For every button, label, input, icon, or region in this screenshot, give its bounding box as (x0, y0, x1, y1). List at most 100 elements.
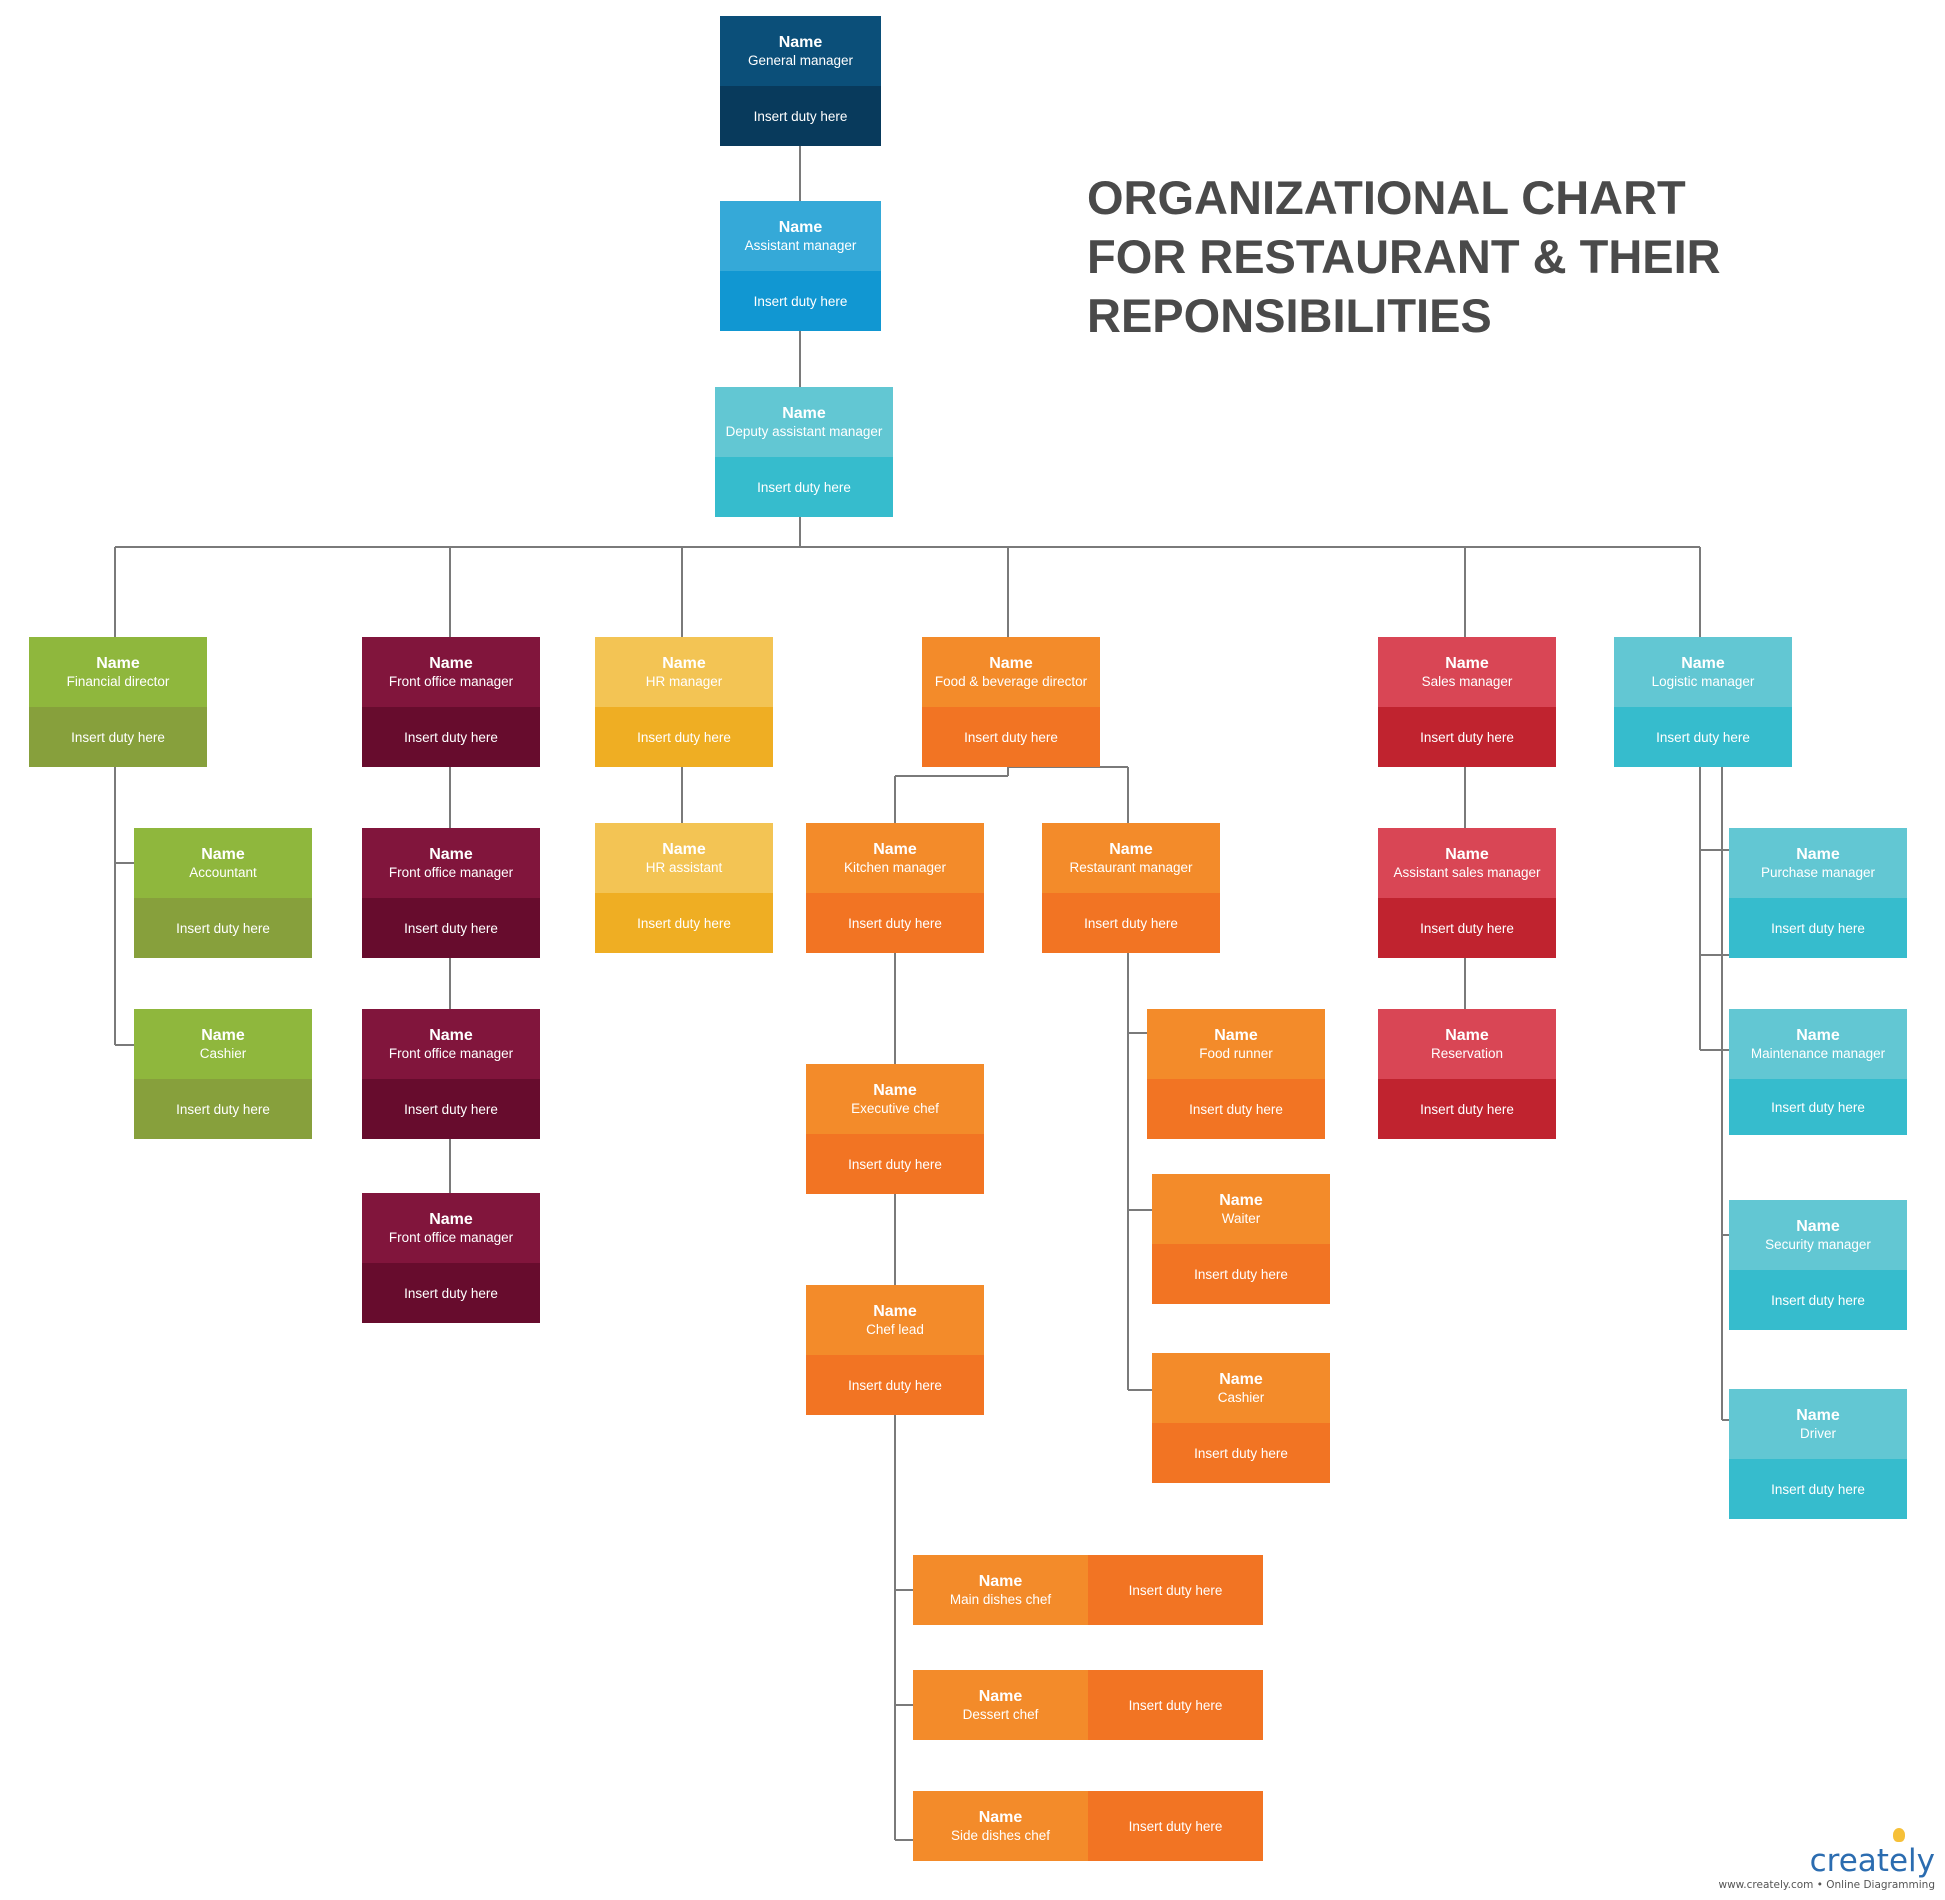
node-role: Chef lead (866, 1322, 924, 1337)
node-name: Name (662, 841, 706, 858)
brand-wordmark: creately (1809, 1843, 1935, 1879)
node-duty: Insert duty here (1378, 898, 1556, 958)
node-role: Dessert chef (962, 1707, 1039, 1722)
creately-logo[interactable]: creately www.creately.com • Online Diagr… (1719, 1828, 1935, 1892)
node-duty: Insert duty here (362, 707, 540, 767)
node-role: Security manager (1765, 1237, 1871, 1252)
node-role: Logistic manager (1651, 674, 1755, 689)
node-role: Front office manager (388, 1230, 514, 1245)
node-duty: Insert duty here (1088, 1555, 1263, 1625)
node-name: Name (429, 1027, 473, 1044)
node-name: Name (429, 655, 473, 672)
node-duty: Insert duty here (1378, 1079, 1556, 1139)
node-duty: Insert duty here (1614, 707, 1792, 767)
node-duty: Insert duty here (29, 707, 207, 767)
node-role: Cashier (199, 1046, 247, 1061)
node-name: Name (96, 655, 140, 672)
node-role: HR assistant (645, 860, 723, 875)
node-name: Name (662, 655, 706, 672)
node-role: Assistant sales manager (1393, 865, 1541, 880)
node-duty: Insert duty here (134, 898, 312, 958)
node-name: Name (201, 1027, 245, 1044)
node-role: Reservation (1430, 1046, 1504, 1061)
node-header: Name HR manager (595, 637, 773, 707)
node-name: Name (1796, 1027, 1840, 1044)
node-role: Assistant manager (744, 238, 857, 253)
node-role: HR manager (645, 674, 723, 689)
node-duty: Insert duty here (1729, 1459, 1907, 1519)
node-duty: Insert duty here (1378, 707, 1556, 767)
node-name: Name (1445, 655, 1489, 672)
node-name: Name (873, 841, 917, 858)
node-name: Name (429, 846, 473, 863)
node-duty: Insert duty here (595, 707, 773, 767)
node-duty: Insert duty here (362, 1263, 540, 1323)
node-name: Name (1796, 1407, 1840, 1424)
node-name: Name (1796, 846, 1840, 863)
node-duty: Insert duty here (1729, 1079, 1907, 1135)
node-duty: Insert duty here (1729, 898, 1907, 958)
node-name: Name (1445, 1027, 1489, 1044)
node-name: Name (1214, 1027, 1258, 1044)
node-role: Maintenance manager (1750, 1046, 1886, 1061)
node-name: Name (429, 1211, 473, 1228)
node-duty: Insert duty here (1088, 1670, 1263, 1740)
chart-title: ORGANIZATIONAL CHART FOR RESTAURANT & TH… (1087, 168, 1787, 345)
node-duty: Insert duty here (1152, 1244, 1330, 1304)
node-name: Name (989, 655, 1033, 672)
chart-title-line-1: ORGANIZATIONAL CHART (1087, 171, 1686, 224)
lightbulb-icon (1893, 1828, 1905, 1842)
node-name: Name (1681, 655, 1725, 672)
node-duty: Insert duty here (806, 1134, 984, 1194)
node-duty: Insert duty here (595, 893, 773, 953)
